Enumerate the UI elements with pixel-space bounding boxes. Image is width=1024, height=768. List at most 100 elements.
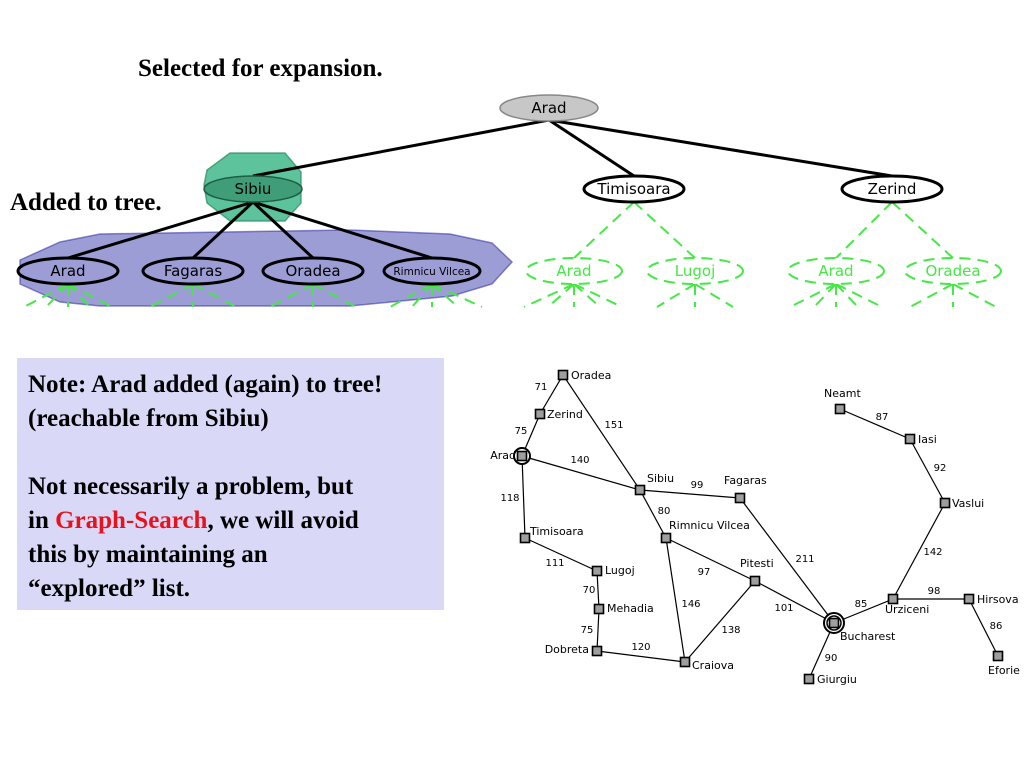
svg-text:Sibiu: Sibiu [235, 180, 272, 198]
tree-node-root-arad: Arad [499, 94, 599, 122]
road-craiova-pitesti [684, 580, 756, 663]
city-timisoara: Timisoara [519, 525, 584, 544]
city-label-oradea: Oradea [571, 369, 611, 382]
road-distance-rimnicu-vilcea-craiova: 146 [681, 599, 700, 610]
svg-text:Arad: Arad [531, 99, 566, 117]
road-sibiu-rimnicu-vilcea [639, 489, 667, 539]
road-rimnicu-vilcea-pitesti [665, 537, 756, 582]
svg-text:Fagaras: Fagaras [164, 262, 223, 280]
note-line-4: in Graph-Search, we will avoid [28, 504, 434, 538]
road-arad-timisoara [521, 455, 526, 539]
city-zerind: Zerind [534, 408, 583, 421]
city-label-neamt: Neamt [824, 387, 861, 400]
road-urziceni-vaslui [892, 502, 946, 600]
svg-text:Arad: Arad [818, 262, 853, 280]
road-lugoj-mehadia [596, 570, 600, 610]
road-distance-arad-sibiu: 140 [570, 455, 589, 466]
road-distance-mehadia-dobreta: 75 [581, 625, 594, 636]
city-fagaras: Fagaras [724, 474, 767, 504]
road-distance-bucharest-giurgiu: 90 [825, 653, 838, 664]
road-distance-iasi-neamt: 87 [876, 412, 889, 423]
tree-node-arad-from-sibiu: Arad [16, 256, 120, 286]
city-hirsova: Hirsova [963, 593, 1019, 606]
svg-text:Oradea: Oradea [925, 262, 980, 280]
note-line-2: (reachable from Sibiu) [28, 405, 269, 432]
road-fagaras-bucharest [739, 497, 835, 624]
svg-text:Zerind: Zerind [868, 180, 917, 198]
road-oradea-sibiu [562, 374, 641, 491]
city-label-hirsova: Hirsova [977, 593, 1019, 606]
city-dobreta: Dobreta [545, 643, 603, 657]
city-oradea: Oradea [557, 369, 611, 382]
svg-text:Oradea: Oradea [285, 262, 340, 280]
search-tree: Arad Sibiu Timisoara Zerind Arad Fagaras… [16, 94, 1002, 308]
note-line-4-post: , we will avoid [207, 507, 359, 534]
tree-node-arad-from-timisoara: Arad [525, 257, 623, 285]
city-arad: Arad [490, 447, 531, 465]
city-urziceni: Urziceni [885, 593, 929, 616]
city-label-sibiu: Sibiu [647, 472, 674, 485]
road-oradea-zerind [539, 374, 564, 415]
note-line-5: this by maintaining an [28, 541, 268, 568]
road-distance-zerind-arad: 75 [515, 426, 528, 437]
note-line-4-pre: in [28, 507, 56, 534]
city-label-rimnicu-vilcea: Rimnicu Vilcea [669, 519, 750, 532]
svg-text:Timisoara: Timisoara [596, 180, 670, 198]
road-distance-vaslui-iasi: 92 [934, 463, 947, 474]
road-distance-craiova-pitesti: 138 [721, 625, 740, 636]
road-distance-sibiu-fagaras: 99 [691, 480, 704, 491]
city-label-fagaras: Fagaras [724, 474, 767, 487]
svg-text:Rimnicu Vilcea: Rimnicu Vilcea [393, 266, 470, 278]
road-label-layer: 7175151140118111707512099809714613821110… [500, 382, 1002, 664]
road-iasi-neamt [839, 408, 911, 440]
city-lugoj: Lugoj [591, 564, 635, 577]
road-distance-rimnicu-vilcea-pitesti: 97 [698, 567, 711, 578]
tree-node-fagaras: Fagaras [141, 256, 245, 286]
tree-node-timisoara: Timisoara [582, 174, 686, 204]
svg-text:Arad: Arad [556, 262, 591, 280]
city-layer: OradeaZerindAradTimisoaraLugojMehadiaDob… [490, 369, 1020, 686]
road-distance-lugoj-mehadia: 70 [583, 585, 596, 596]
road-distance-fagaras-bucharest: 211 [795, 554, 814, 565]
note-line-3: Not necessarily a problem, but [28, 473, 354, 500]
tree-node-arad-from-zerind: Arad [787, 257, 885, 285]
road-distance-oradea-sibiu: 151 [604, 420, 623, 431]
city-label-craiova: Craiova [692, 659, 734, 672]
tree-node-lugoj: Lugoj [646, 257, 744, 285]
note-box: Note: Arad added (again) to tree! (reach… [17, 358, 444, 610]
road-distance-bucharest-urziceni: 85 [855, 599, 868, 610]
city-vaslui: Vaslui [939, 497, 984, 510]
city-label-mehadia: Mehadia [607, 602, 654, 615]
city-label-dobreta: Dobreta [545, 643, 589, 656]
city-label-iasi: Iasi [918, 433, 937, 446]
road-distance-timisoara-lugoj: 111 [545, 558, 564, 569]
city-label-zerind: Zerind [547, 408, 583, 421]
city-giurgiu: Giurgiu [803, 673, 857, 686]
city-neamt: Neamt [824, 387, 861, 415]
city-label-eforie: Eforie [988, 664, 1020, 677]
city-label-lugoj: Lugoj [605, 564, 635, 577]
svg-text:Lugoj: Lugoj [675, 262, 715, 280]
city-label-pitesti: Pitesti [740, 557, 774, 570]
road-arad-sibiu [521, 455, 641, 491]
road-distance-dobreta-craiova: 120 [631, 642, 650, 653]
road-sibiu-fagaras [639, 489, 741, 499]
city-bucharest: Bucharest [823, 612, 896, 643]
road-distance-sibiu-rimnicu-vilcea: 80 [658, 506, 671, 517]
city-sibiu: Sibiu [634, 472, 674, 496]
tree-node-zerind: Zerind [840, 174, 944, 204]
road-hirsova-eforie [968, 598, 999, 657]
city-rimnicu-vilcea: Rimnicu Vilcea [660, 519, 750, 544]
city-mehadia: Mehadia [593, 602, 654, 615]
road-rimnicu-vilcea-craiova [665, 537, 686, 663]
road-pitesti-bucharest [754, 580, 835, 624]
graph-search-highlight: Graph-Search [55, 507, 208, 534]
city-label-vaslui: Vaslui [952, 497, 984, 510]
road-distance-hirsova-eforie: 86 [990, 621, 1003, 632]
road-layer [521, 374, 999, 680]
road-distance-pitesti-bucharest: 101 [774, 603, 793, 614]
city-label-giurgiu: Giurgiu [817, 673, 857, 686]
road-timisoara-lugoj [524, 537, 598, 572]
